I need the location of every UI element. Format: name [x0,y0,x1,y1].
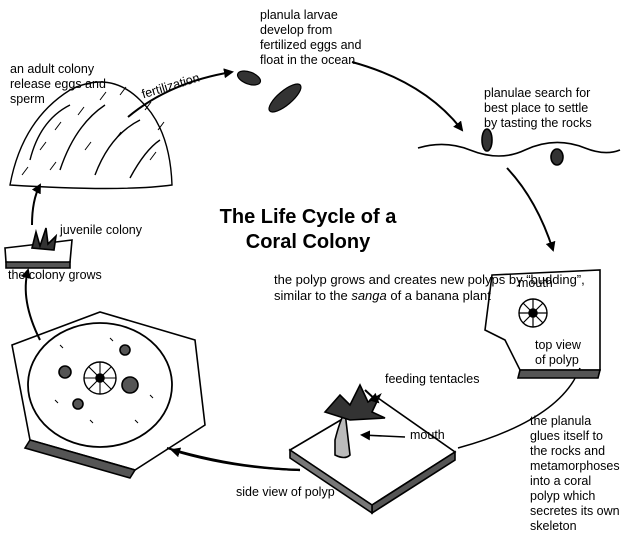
arrow-to-settle [352,62,462,130]
arrow-to-colony [172,450,300,470]
label-planula-glues: the planula glues itself to the rocks an… [530,414,620,534]
label-juvenile-colony: juvenile colony [60,223,142,238]
colony-plate-illustration [12,312,205,478]
label-mouth-top: mouth [518,276,553,291]
description-italic-term: sanga [351,288,386,303]
settling-surface-illustration [418,129,620,165]
planula-larvae-illustration [236,68,305,116]
label-feeding-tentacles: feeding tentacles [385,372,480,387]
label-mouth-side: mouth [410,428,445,443]
arrow-to-side-view [167,448,300,470]
label-colony-grows: the colony grows [8,268,102,283]
label-planula-larvae: planula larvae develop from fertilized e… [260,8,361,68]
arrow-to-adult [32,185,40,225]
arrow-to-top-view [507,168,553,250]
label-top-view: top view of polyp [535,338,581,368]
description-text-after: of a banana plant [387,288,491,303]
label-adult-colony: an adult colony release eggs and sperm [10,62,106,107]
diagram-title: The Life Cycle of a Coral Colony [188,205,428,255]
label-planulae-search: planulae search for best place to settle… [484,86,592,131]
budding-description: the polyp grows and creates new polyps b… [274,272,604,304]
label-side-view: side view of polyp [236,485,335,500]
